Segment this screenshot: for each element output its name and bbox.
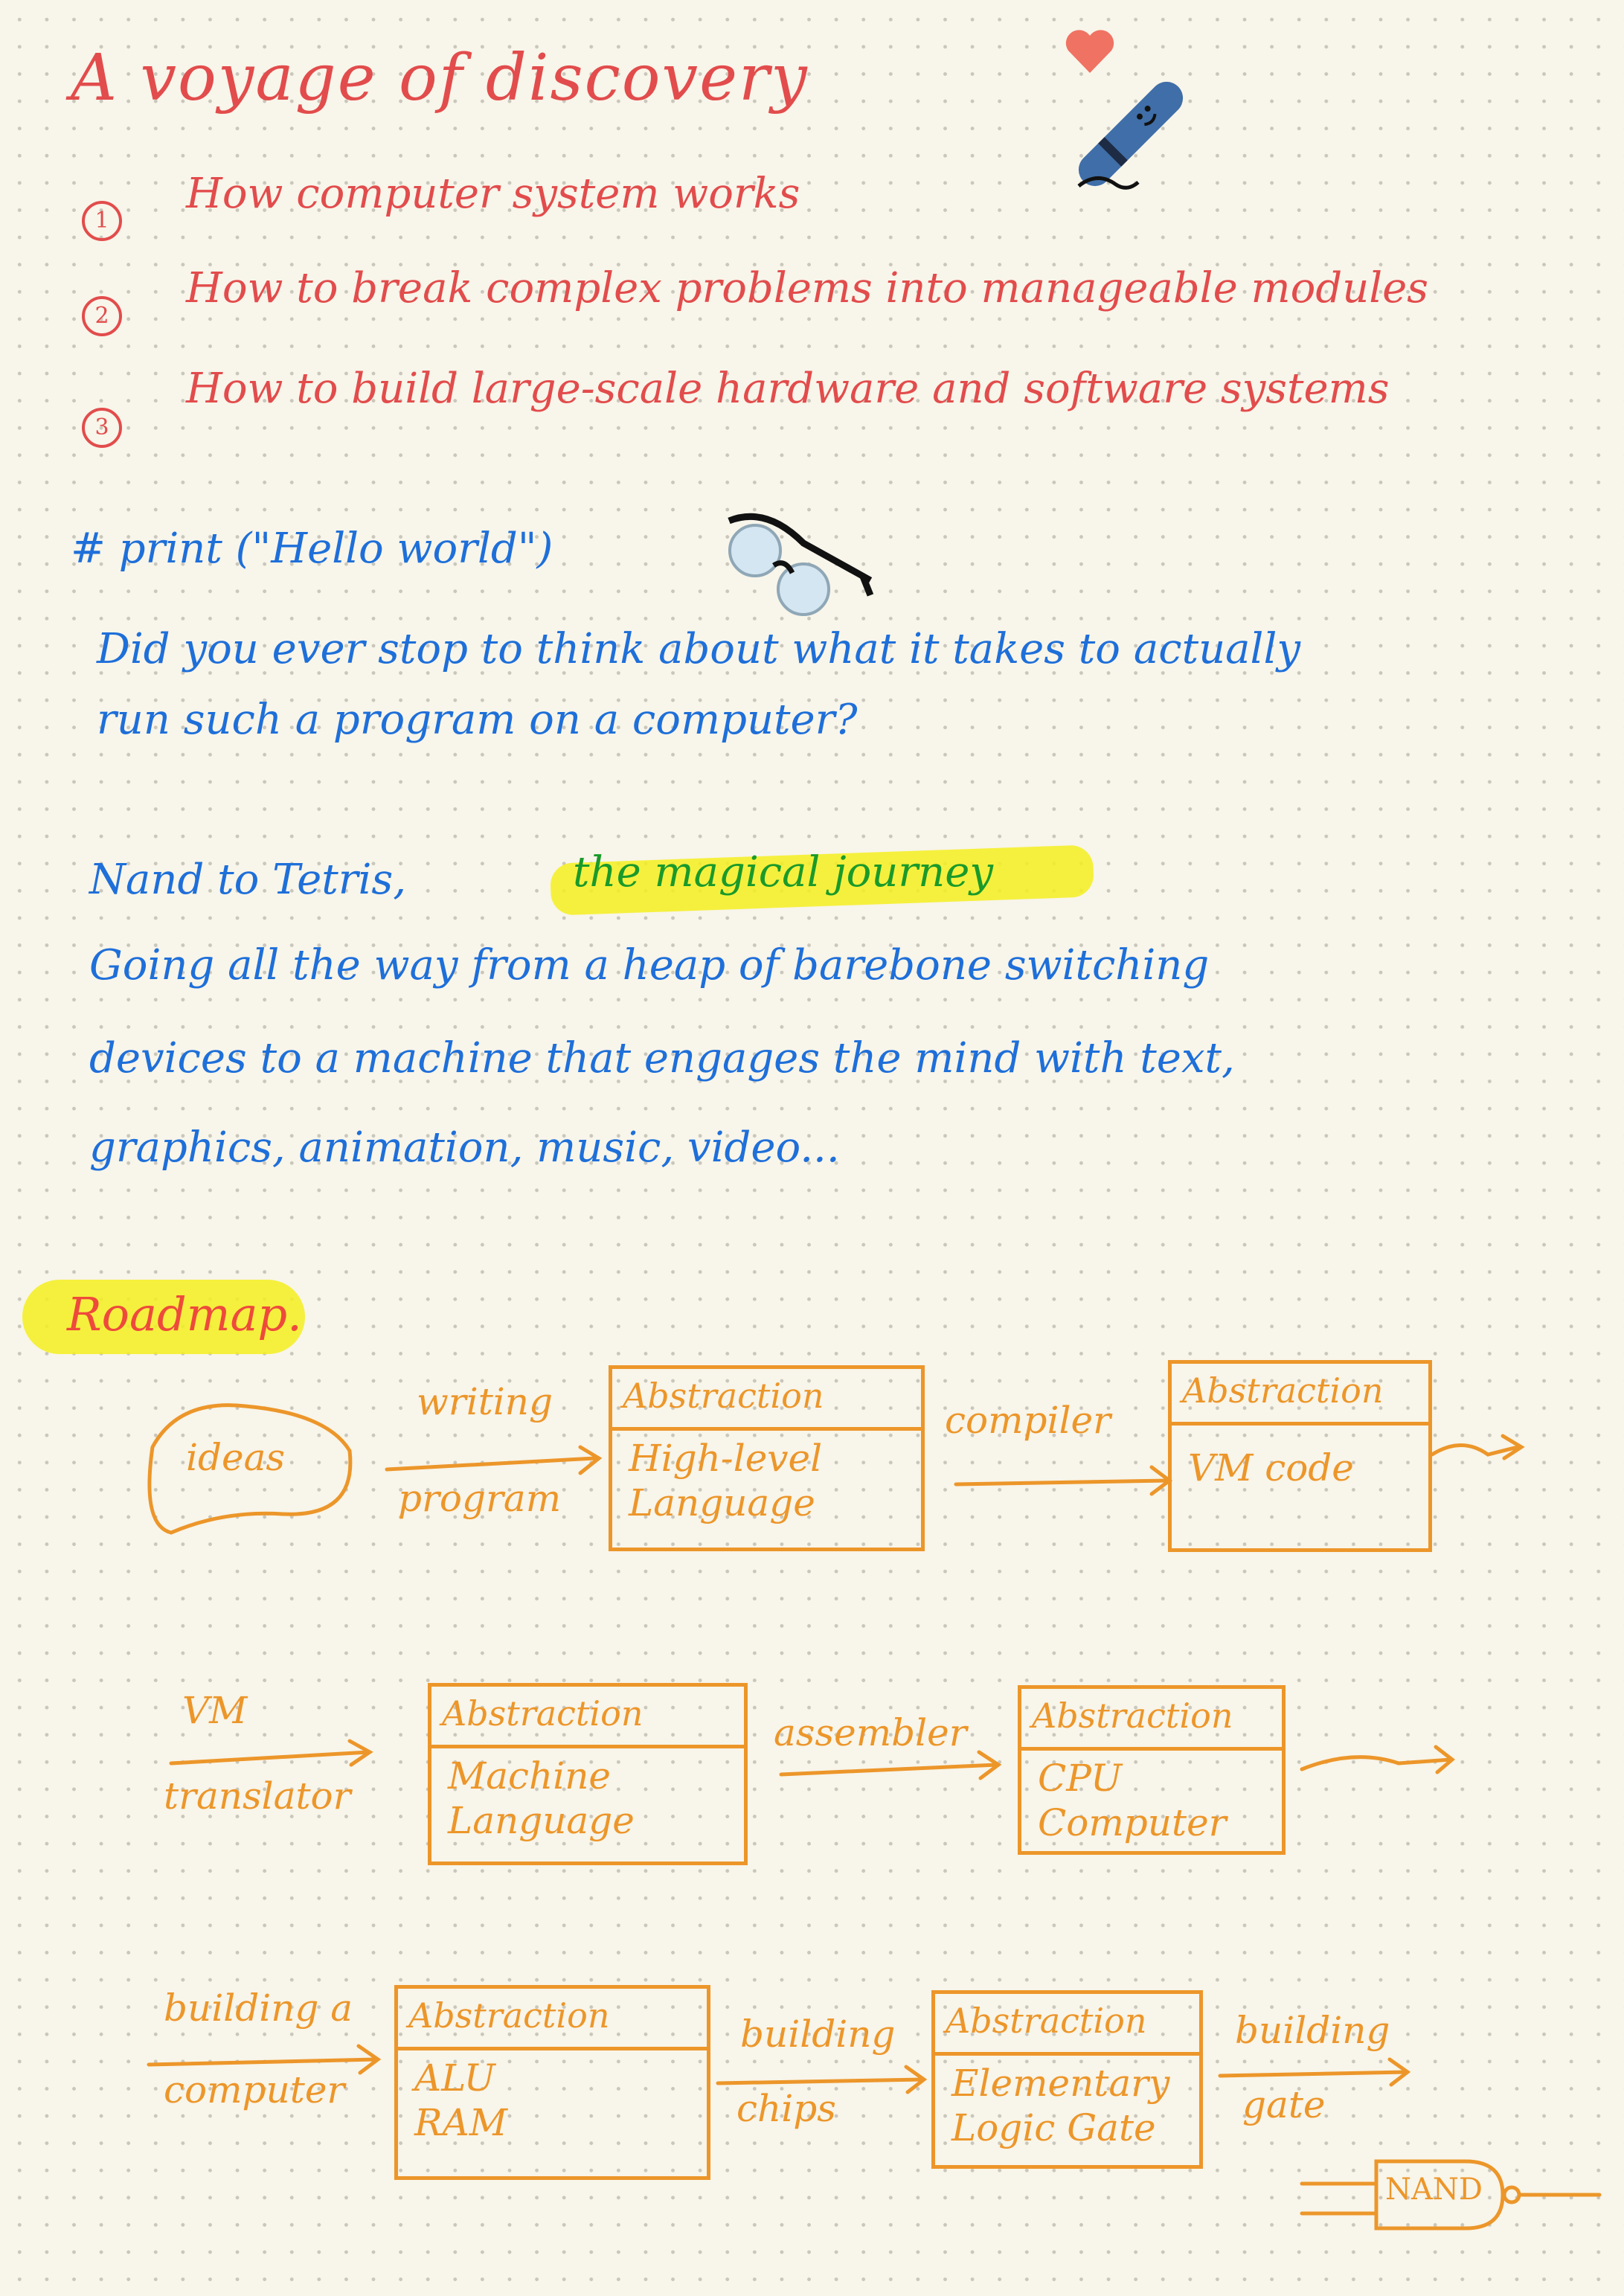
box-body: Elementary Logic Gate	[951, 2062, 1170, 2149]
question-line-2: run such a program on a computer?	[97, 696, 858, 744]
compiler-label: compiler	[945, 1399, 1111, 1442]
box-body: VM code	[1188, 1446, 1354, 1489]
box-body: High-level Language	[629, 1437, 823, 1524]
box-alu-ram: Abstraction ALU RAM	[394, 1985, 710, 2180]
box-body: ALU RAM	[414, 2056, 507, 2144]
glasses-icon	[722, 506, 885, 628]
code-line: # print ("Hello world")	[71, 525, 553, 573]
intro-line-3: devices to a machine that engages the mi…	[89, 1034, 1235, 1083]
box-body: CPU Computer	[1038, 1757, 1227, 1844]
assembler-label: assembler	[774, 1711, 967, 1754]
building-chips-bottom-label: chips	[736, 2087, 836, 2130]
ideas-node: ideas	[186, 1436, 286, 1479]
translator-label: translator	[164, 1774, 351, 1818]
intro-line-2: Going all the way from a heap of barebon…	[89, 941, 1210, 990]
box-vm-code: Abstraction VM code	[1168, 1360, 1432, 1552]
goal-item-2: How to break complex problems into manag…	[186, 264, 1429, 312]
roadmap-label: Roadmap.	[67, 1287, 302, 1341]
nand-label: NAND	[1385, 2172, 1483, 2207]
goal-item-3: How to build large-scale hardware and so…	[186, 365, 1390, 413]
question-line-1: Did you ever stop to think about what it…	[97, 625, 1300, 673]
intro-line-4: graphics, animation, music, video...	[89, 1123, 840, 1172]
goal-number-3: 3	[82, 408, 122, 448]
heart-icon	[1064, 28, 1116, 77]
building-gate-bottom-label: gate	[1242, 2083, 1326, 2126]
box-high-level-language: Abstraction High-level Language	[609, 1365, 925, 1551]
building-chips-top-label: building	[740, 2013, 896, 2056]
goal-number-1: 1	[82, 201, 122, 241]
box-header: Abstraction	[431, 1687, 744, 1748]
box-header: Abstraction	[1021, 1689, 1282, 1751]
building-computer-top-label: building a	[164, 1986, 353, 2030]
vm-label: VM	[182, 1689, 248, 1732]
program-label: program	[398, 1477, 562, 1520]
writing-label: writing	[417, 1380, 553, 1423]
box-cpu-computer: Abstraction CPU Computer	[1018, 1685, 1286, 1855]
goal-number-2: 2	[82, 296, 122, 336]
box-machine-language: Abstraction Machine Language	[428, 1683, 748, 1865]
nand-gate-icon	[1294, 2150, 1607, 2250]
box-body: Machine Language	[448, 1754, 635, 1842]
box-header: Abstraction	[935, 1994, 1199, 2056]
box-header: Abstraction	[612, 1369, 921, 1431]
building-computer-bottom-label: computer	[164, 2068, 345, 2111]
page-title: A voyage of discovery	[71, 41, 809, 115]
pen-icon	[1056, 60, 1205, 211]
building-gate-top-label: building	[1235, 2009, 1390, 2052]
box-header: Abstraction	[1172, 1364, 1428, 1426]
intro-prefix: Nand to Tetris,	[89, 856, 406, 904]
box-elementary-logic-gate: Abstraction Elementary Logic Gate	[931, 1990, 1203, 2169]
roadmap-highlight	[22, 1280, 305, 1354]
box-header: Abstraction	[398, 1989, 707, 2050]
goal-item-1: How computer system works	[186, 170, 800, 218]
intro-highlight: the magical journey	[573, 848, 993, 897]
